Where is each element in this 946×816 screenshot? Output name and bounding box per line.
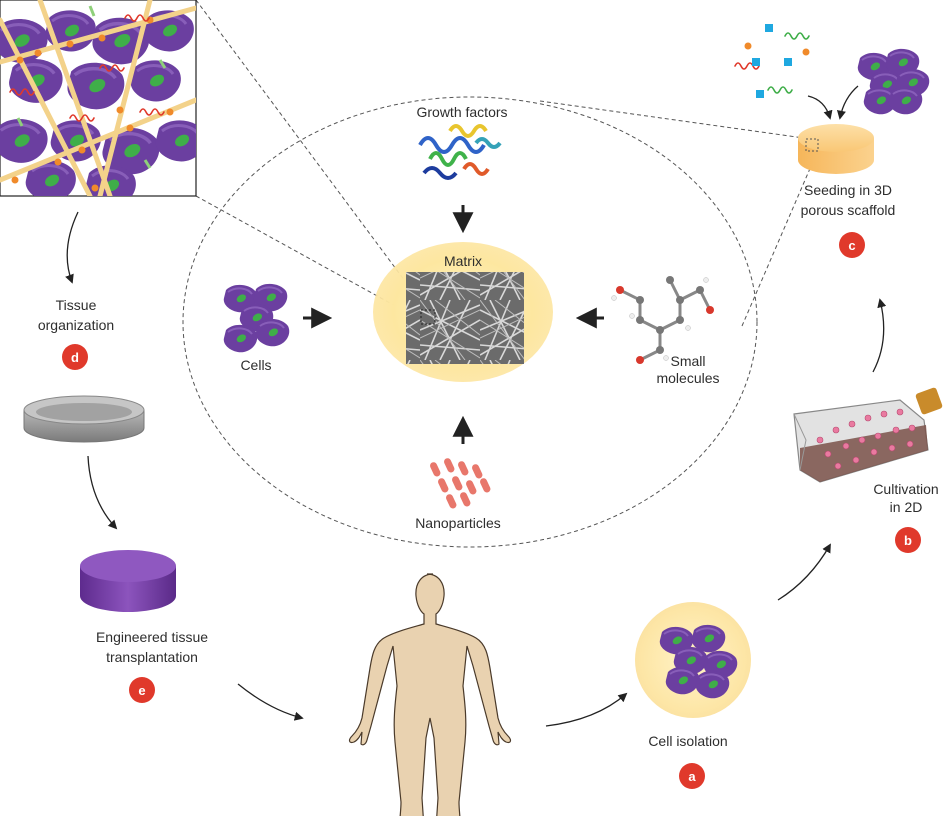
arrow-inset-to-tissue — [65, 211, 79, 284]
seeding-label-line2: porous scaffold — [801, 202, 896, 218]
zoomed-scaffold-inset — [0, 0, 197, 197]
small-molecules-label-line1: Small — [670, 353, 705, 369]
arrow-cultivation-to-seeding — [872, 298, 887, 373]
engineered-label-line2: transplantation — [106, 649, 198, 665]
svg-text:c: c — [848, 238, 855, 253]
arrow-factors-to-scaffold — [807, 95, 833, 120]
cell-cluster-icon — [222, 282, 291, 354]
cells-label: Cells — [240, 357, 271, 373]
badge-c: c — [839, 232, 865, 258]
matrix-micrograph-icon — [406, 272, 524, 364]
small-molecules-label-line2: molecules — [656, 370, 719, 386]
growth-factor-protein-icon — [418, 124, 502, 180]
molecule-ball-stick-icon — [611, 276, 714, 364]
badge-d: d — [62, 344, 88, 370]
badge-a: a — [679, 763, 705, 789]
arrow-petri-to-disc — [87, 455, 118, 530]
svg-text:e: e — [138, 683, 145, 698]
nanoparticles-label: Nanoparticles — [415, 515, 501, 531]
tissue-label-line1: Tissue — [56, 297, 97, 313]
culture-flask-icon — [793, 387, 943, 483]
svg-text:d: d — [71, 350, 79, 365]
petri-dish-icon — [23, 395, 145, 443]
badge-b: b — [895, 527, 921, 553]
growth-factor-squiggles — [734, 24, 810, 98]
svg-text:b: b — [904, 533, 912, 548]
engineered-label-line1: Engineered tissue — [96, 629, 208, 645]
arrow-body-to-isolation — [545, 692, 628, 727]
cell-isolation-label: Cell isolation — [648, 733, 727, 749]
cultivation-label-line2: in 2D — [890, 499, 923, 515]
engineered-tissue-disc-icon — [80, 550, 176, 612]
tissue-label-line2: organization — [38, 317, 114, 333]
svg-text:a: a — [688, 769, 696, 784]
arrow-transplant-to-body — [237, 683, 304, 721]
seeding-cell-cluster-icon — [856, 47, 931, 116]
central-dashed-ellipse — [182, 96, 758, 548]
matrix-zoom-box — [420, 309, 436, 325]
matrix-label: Matrix — [444, 253, 482, 269]
cultivation-label-line1: Cultivation — [873, 481, 938, 497]
nanoparticles-icon — [430, 458, 491, 509]
scaffold-disc-icon — [798, 124, 874, 174]
badge-e: e — [129, 677, 155, 703]
seeding-label-line1: Seeding in 3D — [804, 182, 892, 198]
arrow-isolation-to-cultivation — [777, 543, 831, 601]
growth-factors-label: Growth factors — [416, 104, 507, 120]
arrow-cells-to-scaffold — [836, 85, 859, 120]
human-body-icon — [348, 573, 512, 816]
